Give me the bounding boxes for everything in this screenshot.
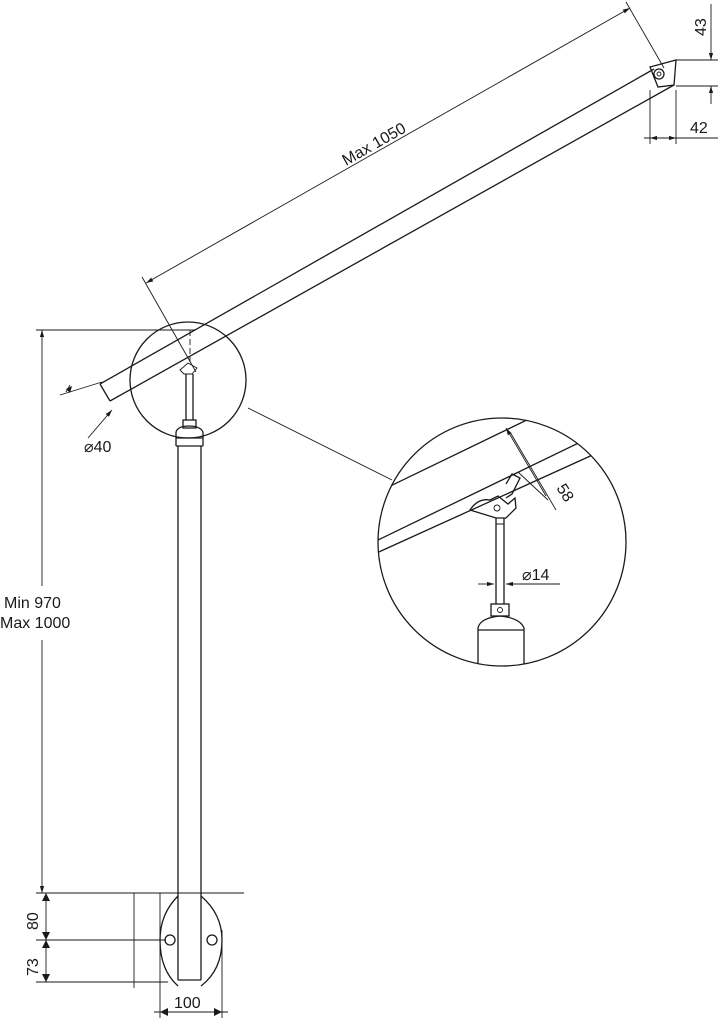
- end-cap-dimensions: [644, 4, 718, 144]
- bracket-height-label: 58: [553, 481, 577, 505]
- rail-length-dimension: [141, 1, 665, 373]
- rail-length-label: Max 1050: [340, 120, 410, 170]
- end-cap-height-label: 43: [693, 18, 710, 36]
- vertical-post: [175, 425, 204, 981]
- base-width-label: 100: [174, 995, 201, 1012]
- rail-diameter-dimension: [59, 381, 113, 439]
- base-plate: [159, 895, 223, 987]
- stem-diameter-label: ⌀14: [522, 567, 550, 584]
- base-lower-label: 73: [25, 958, 42, 976]
- detail-view: [377, 417, 627, 667]
- post-height-dimension: [36, 329, 244, 894]
- end-cap-width-label: 42: [690, 120, 708, 137]
- base-dimensions: [36, 893, 228, 1018]
- rail-diameter-label: ⌀40: [84, 439, 112, 456]
- end-cap: [649, 59, 677, 88]
- detail-callout-circle: [129, 321, 393, 481]
- handrail-tube: [99, 68, 675, 402]
- base-upper-label: 80: [25, 912, 42, 930]
- post-height-max-label: Max 1000: [0, 615, 70, 632]
- rail-bracket: [179, 330, 198, 429]
- post-height-min-label: Min 970: [4, 595, 61, 612]
